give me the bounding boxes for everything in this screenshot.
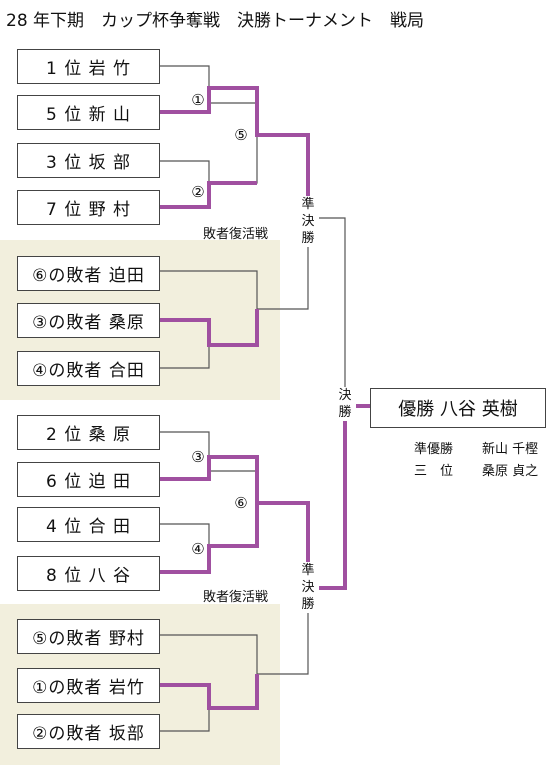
entrant-box: 6 位 迫 田	[17, 462, 160, 497]
entrant-box: ③の敗者 桑原	[17, 303, 160, 338]
entrant-box: 3 位 坂 部	[17, 143, 160, 178]
third-place-name: 桑原 貞之	[482, 464, 539, 479]
page-title: 28 年下期 カップ杯争奪戦 決勝トーナメント 戦局	[6, 11, 425, 31]
entrant-box: 4 位 合 田	[17, 507, 160, 542]
semifinal-label: 準決勝	[297, 196, 319, 247]
entrant-box: ④の敗者 合田	[17, 351, 160, 386]
entrant-box: ①の敗者 岩竹	[17, 668, 160, 703]
runner-up-title: 準優勝	[414, 442, 454, 457]
semifinal-label: 準決勝	[297, 562, 319, 613]
entrant-box: ⑤の敗者 野村	[17, 619, 160, 654]
entrant-box: 5 位 新 山	[17, 95, 160, 130]
entrant-box: 1 位 岩 竹	[17, 49, 160, 84]
final-label: 決勝	[334, 387, 356, 421]
revival-label: 敗者復活戦	[203, 227, 269, 242]
entrant-box: ②の敗者 坂部	[17, 714, 160, 749]
match-label: ①	[191, 91, 205, 109]
entrant-box: ⑥の敗者 迫田	[17, 256, 160, 291]
entrant-box: 8 位 八 谷	[17, 556, 160, 591]
match-label: ④	[191, 540, 205, 558]
match-label: ②	[191, 183, 205, 201]
match-label: ⑤	[234, 126, 248, 144]
entrant-box: 7 位 野 村	[17, 190, 160, 225]
runner-up-name: 新山 千樫	[482, 442, 539, 457]
champion-box: 優勝 八谷 英樹	[370, 388, 546, 428]
revival-label: 敗者復活戦	[203, 590, 269, 605]
match-label: ⑥	[234, 494, 248, 512]
match-label: ③	[191, 448, 205, 466]
entrant-box: 2 位 桑 原	[17, 415, 160, 450]
third-place-title: 三 位	[414, 464, 454, 479]
